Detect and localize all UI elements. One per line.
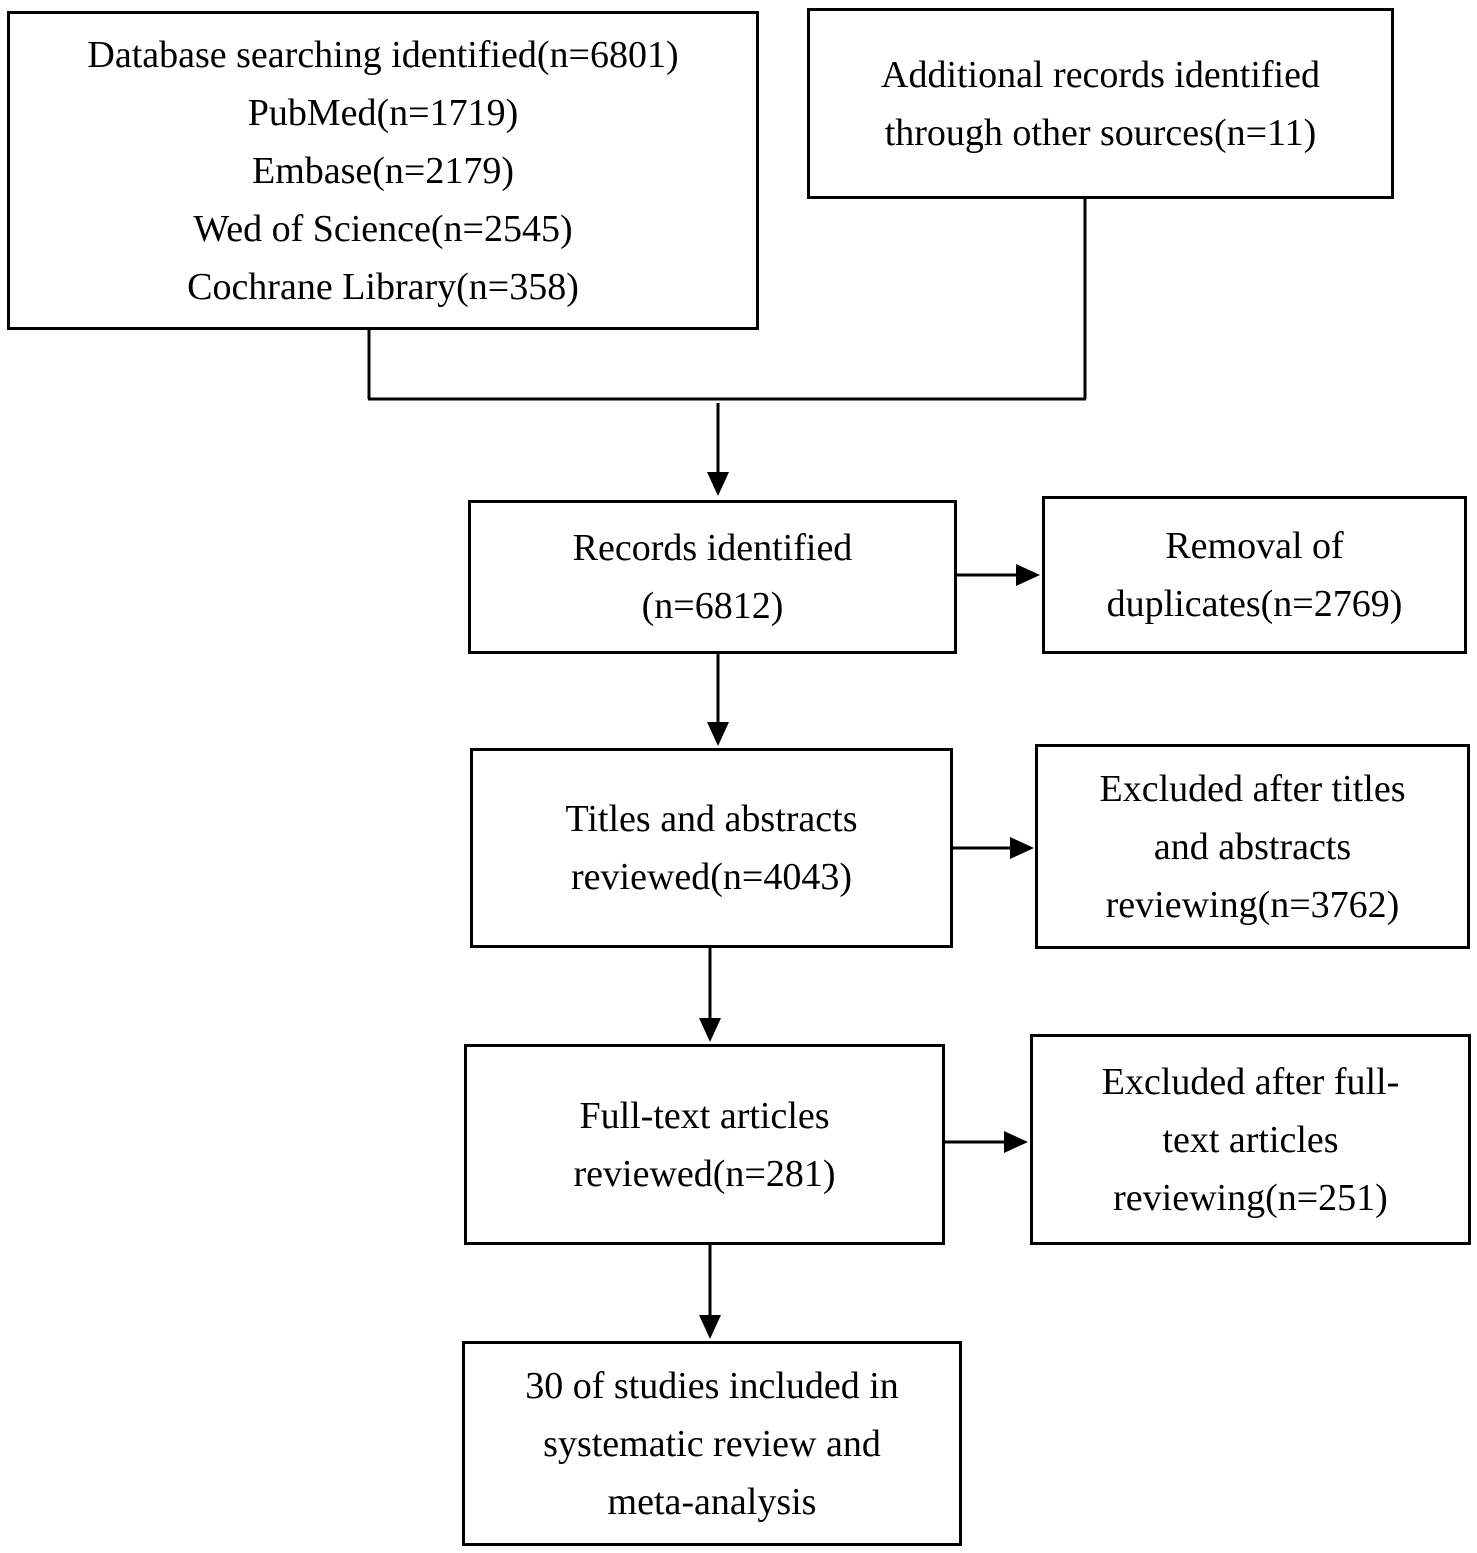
arrowhead-to-included — [699, 1315, 721, 1339]
additional-records-line-1: Additional records identified — [881, 53, 1320, 96]
records-identified-box: Records identified (n=6812) — [468, 500, 957, 654]
database-total-label: Database searching identified(n=6801) — [87, 33, 679, 76]
web-of-science-count-label: Wed of Science(n=2545) — [193, 207, 573, 250]
full-text-reviewed-box: Full-text articles reviewed(n=281) — [464, 1044, 945, 1245]
embase-count-label: Embase(n=2179) — [251, 149, 515, 192]
included-line-3: meta-analysis — [607, 1480, 817, 1523]
excluded-fulltext-line-3: reviewing(n=251) — [1113, 1176, 1388, 1219]
records-identified-line-2: (n=6812) — [641, 585, 784, 627]
arrowhead-to-titles — [707, 722, 729, 746]
excluded-after-titles-box: Excluded after titles and abstracts revi… — [1035, 744, 1470, 949]
additional-records-line-2: through other sources(n=11) — [884, 111, 1317, 154]
duplicates-line-1: Removal of — [1165, 525, 1344, 567]
removal-of-duplicates-box: Removal of duplicates(n=2769) — [1042, 496, 1467, 654]
titles-reviewed-line-1: Titles and abstracts — [565, 798, 858, 840]
excluded-titles-line-1: Excluded after titles — [1099, 767, 1406, 810]
arrowhead-to-records — [707, 472, 729, 496]
titles-reviewed-line-2: reviewed(n=4043) — [571, 856, 852, 898]
fulltext-reviewed-line-2: reviewed(n=281) — [573, 1152, 836, 1195]
excluded-fulltext-line-1: Excluded after full- — [1101, 1060, 1400, 1103]
studies-included-box: 30 of studies included in systematic rev… — [462, 1341, 962, 1546]
arrowhead-to-duplicates — [1016, 564, 1040, 586]
fulltext-reviewed-line-1: Full-text articles — [579, 1094, 830, 1137]
cochrane-count-label: Cochrane Library(n=358) — [187, 265, 579, 308]
excluded-after-fulltext-box: Excluded after full- text articles revie… — [1030, 1034, 1471, 1245]
included-line-1: 30 of studies included in — [525, 1364, 899, 1407]
additional-records-box: Additional records identified through ot… — [807, 8, 1394, 199]
excluded-titles-line-2: and abstracts — [1153, 825, 1352, 868]
records-identified-line-1: Records identified — [572, 527, 853, 569]
titles-abstracts-reviewed-box: Titles and abstracts reviewed(n=4043) — [470, 748, 953, 948]
database-searching-box: Database searching identified(n=6801) Pu… — [7, 11, 759, 330]
arrowhead-to-excluded-titles — [1010, 837, 1034, 859]
excluded-titles-line-3: reviewing(n=3762) — [1105, 883, 1400, 926]
arrowhead-to-excluded-fulltext — [1004, 1131, 1028, 1153]
pubmed-count-label: PubMed(n=1719) — [247, 91, 519, 134]
excluded-fulltext-line-2: text articles — [1162, 1118, 1339, 1161]
included-line-2: systematic review and — [543, 1422, 881, 1465]
duplicates-line-2: duplicates(n=2769) — [1106, 583, 1403, 625]
arrowhead-to-fulltext — [699, 1018, 721, 1042]
